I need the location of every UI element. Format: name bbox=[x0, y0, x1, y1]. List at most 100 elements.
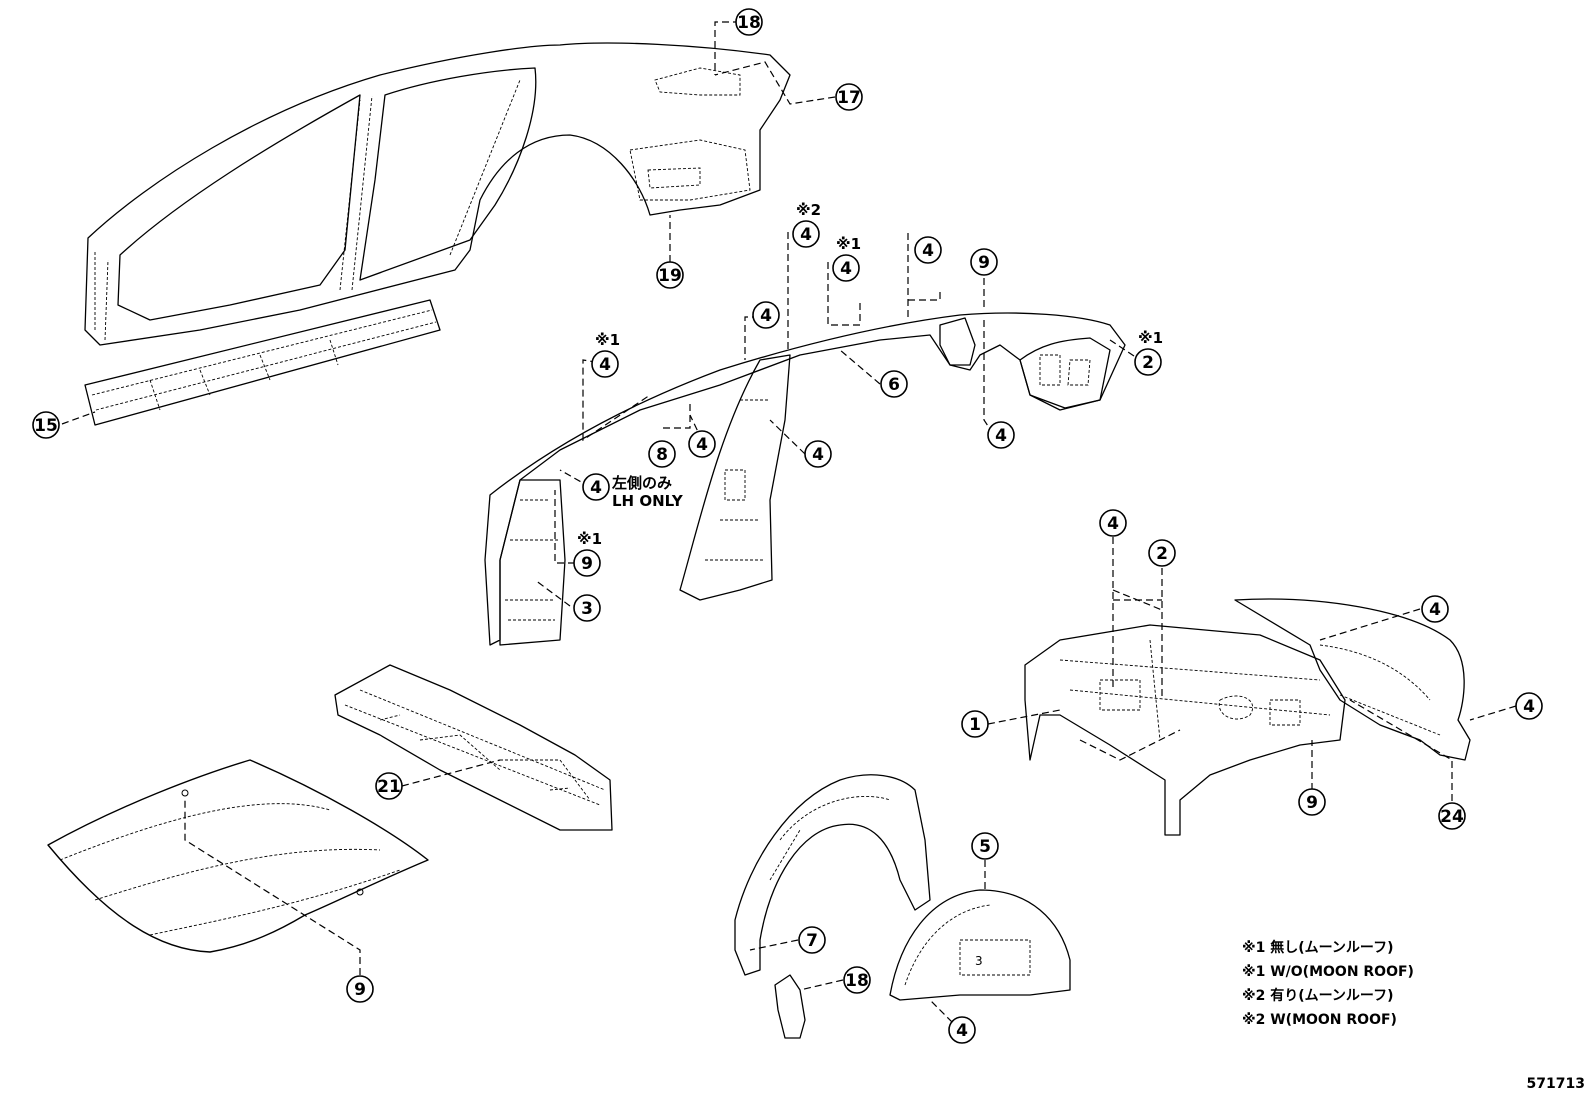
callout-18: 18 bbox=[843, 966, 871, 994]
callout-number: 8 bbox=[656, 445, 668, 465]
callout-15: 15 bbox=[32, 411, 60, 439]
callout-number: 2 bbox=[1156, 544, 1168, 564]
callout-circle bbox=[375, 772, 403, 800]
callout-number: 4 bbox=[590, 478, 602, 498]
callout-4: 4 bbox=[1421, 595, 1449, 623]
callout-circle bbox=[1421, 595, 1449, 623]
callout-circle bbox=[1438, 802, 1466, 830]
callout-circle bbox=[880, 370, 908, 398]
callout-number: 4 bbox=[760, 306, 772, 326]
callout-circle bbox=[987, 421, 1015, 449]
callout-24: 24 bbox=[1438, 802, 1466, 830]
callout-number: 4 bbox=[812, 445, 824, 465]
callout-circle bbox=[735, 8, 763, 36]
callout-4: 4 bbox=[948, 1016, 976, 1044]
hood-panel bbox=[47, 759, 429, 953]
legend-line: ※2 有り(ムーンルーフ) bbox=[1242, 987, 1393, 1004]
callout-number: 4 bbox=[956, 1021, 968, 1041]
callout-number: 7 bbox=[806, 931, 818, 951]
callout-circle bbox=[1515, 692, 1543, 720]
callout-6: 6 bbox=[880, 370, 908, 398]
callout-number: 4 bbox=[1107, 514, 1119, 534]
callout-circle bbox=[1298, 788, 1326, 816]
callout-circle bbox=[792, 220, 820, 248]
callout-circle bbox=[843, 966, 871, 994]
callout-4: 4 bbox=[1099, 509, 1127, 537]
callout-circle bbox=[1148, 539, 1176, 567]
callout-4: 4 bbox=[1515, 692, 1543, 720]
lh-only-note-jp: 左側のみ bbox=[611, 474, 672, 492]
bracket-18 bbox=[774, 974, 806, 1039]
callout-21: 21 bbox=[375, 772, 403, 800]
legend-line: ※1 W/O(MOON ROOF) bbox=[1242, 964, 1414, 980]
callout-number: 9 bbox=[354, 980, 366, 1000]
leader-lines bbox=[61, 21, 1517, 1031]
callout-circle bbox=[582, 473, 610, 501]
svg-text:3: 3 bbox=[975, 954, 983, 968]
legend: ※1 無し(ムーンルーフ) ※1 W/O(MOON ROOF) ※2 有り(ムー… bbox=[1242, 939, 1414, 1028]
callout-circle bbox=[970, 248, 998, 276]
callout-9: 9※1 bbox=[573, 530, 602, 577]
callout-circle bbox=[346, 975, 374, 1003]
callout-number: 24 bbox=[1440, 807, 1464, 827]
callout-4: 4 bbox=[582, 473, 610, 501]
roof-side-rail bbox=[484, 312, 1126, 646]
lh-only-note-en: LH ONLY bbox=[612, 492, 684, 510]
callout-4: 4 bbox=[752, 301, 780, 329]
callout-circle bbox=[573, 549, 601, 577]
rear-floor-pan bbox=[1024, 624, 1346, 836]
callout-circle bbox=[591, 350, 619, 378]
callout-9: 9 bbox=[1298, 788, 1326, 816]
callout-circle bbox=[798, 926, 826, 954]
callout-condition-mark: ※1 bbox=[577, 530, 602, 548]
wheel-house-outer bbox=[734, 774, 931, 976]
callout-number: 3 bbox=[581, 599, 593, 619]
drawing-number: 571713 bbox=[1527, 1076, 1585, 1092]
callout-circle bbox=[1134, 348, 1162, 376]
callout-4: 4※1 bbox=[591, 331, 620, 378]
body-side-outer-panel bbox=[84, 42, 791, 346]
callout-circle bbox=[573, 594, 601, 622]
rocker-panel bbox=[84, 299, 441, 426]
legend-line: ※2 W(MOON ROOF) bbox=[1242, 1012, 1397, 1028]
callout-number: 4 bbox=[599, 355, 611, 375]
callout-circle bbox=[832, 254, 860, 282]
callout-4: 4 bbox=[804, 440, 832, 468]
callout-19: 19 bbox=[656, 261, 684, 289]
callout-circle bbox=[914, 236, 942, 264]
callout-9: 9 bbox=[346, 975, 374, 1003]
callout-number: 19 bbox=[658, 266, 682, 286]
callout-number: 17 bbox=[837, 88, 861, 108]
callout-2: 2 bbox=[1148, 539, 1176, 567]
callout-circle bbox=[835, 83, 863, 111]
callout-circle bbox=[804, 440, 832, 468]
callout-5: 5 bbox=[971, 832, 999, 860]
wheel-house-inner: 3 bbox=[889, 889, 1071, 1001]
callout-1: 1 bbox=[961, 710, 989, 738]
callout-4: 4 bbox=[688, 430, 716, 458]
callout-circle bbox=[961, 710, 989, 738]
callout-number: 9 bbox=[1306, 793, 1318, 813]
callout-circle bbox=[1099, 509, 1127, 537]
callout-number: 4 bbox=[922, 241, 934, 261]
callout-number: 9 bbox=[978, 253, 990, 273]
callout-circle bbox=[648, 440, 676, 468]
callout-4: 4 bbox=[914, 236, 942, 264]
package-tray-panel bbox=[1234, 598, 1471, 761]
callout-number: 18 bbox=[737, 13, 761, 33]
callout-number: 9 bbox=[581, 554, 593, 574]
callout-number: 4 bbox=[696, 435, 708, 455]
callout-circle bbox=[656, 261, 684, 289]
callout-18: 18 bbox=[735, 8, 763, 36]
callout-condition-mark: ※2 bbox=[796, 201, 821, 219]
legend-line: ※1 無し(ムーンルーフ) bbox=[1242, 939, 1393, 956]
cowl-panel bbox=[334, 664, 613, 831]
callout-4: 4※2 bbox=[792, 201, 821, 248]
callout-number: 6 bbox=[888, 375, 900, 395]
callout-circle bbox=[948, 1016, 976, 1044]
callout-number: 4 bbox=[840, 259, 852, 279]
callout-9: 9 bbox=[970, 248, 998, 276]
callout-number: 4 bbox=[1429, 600, 1441, 620]
callout-17: 17 bbox=[835, 83, 863, 111]
